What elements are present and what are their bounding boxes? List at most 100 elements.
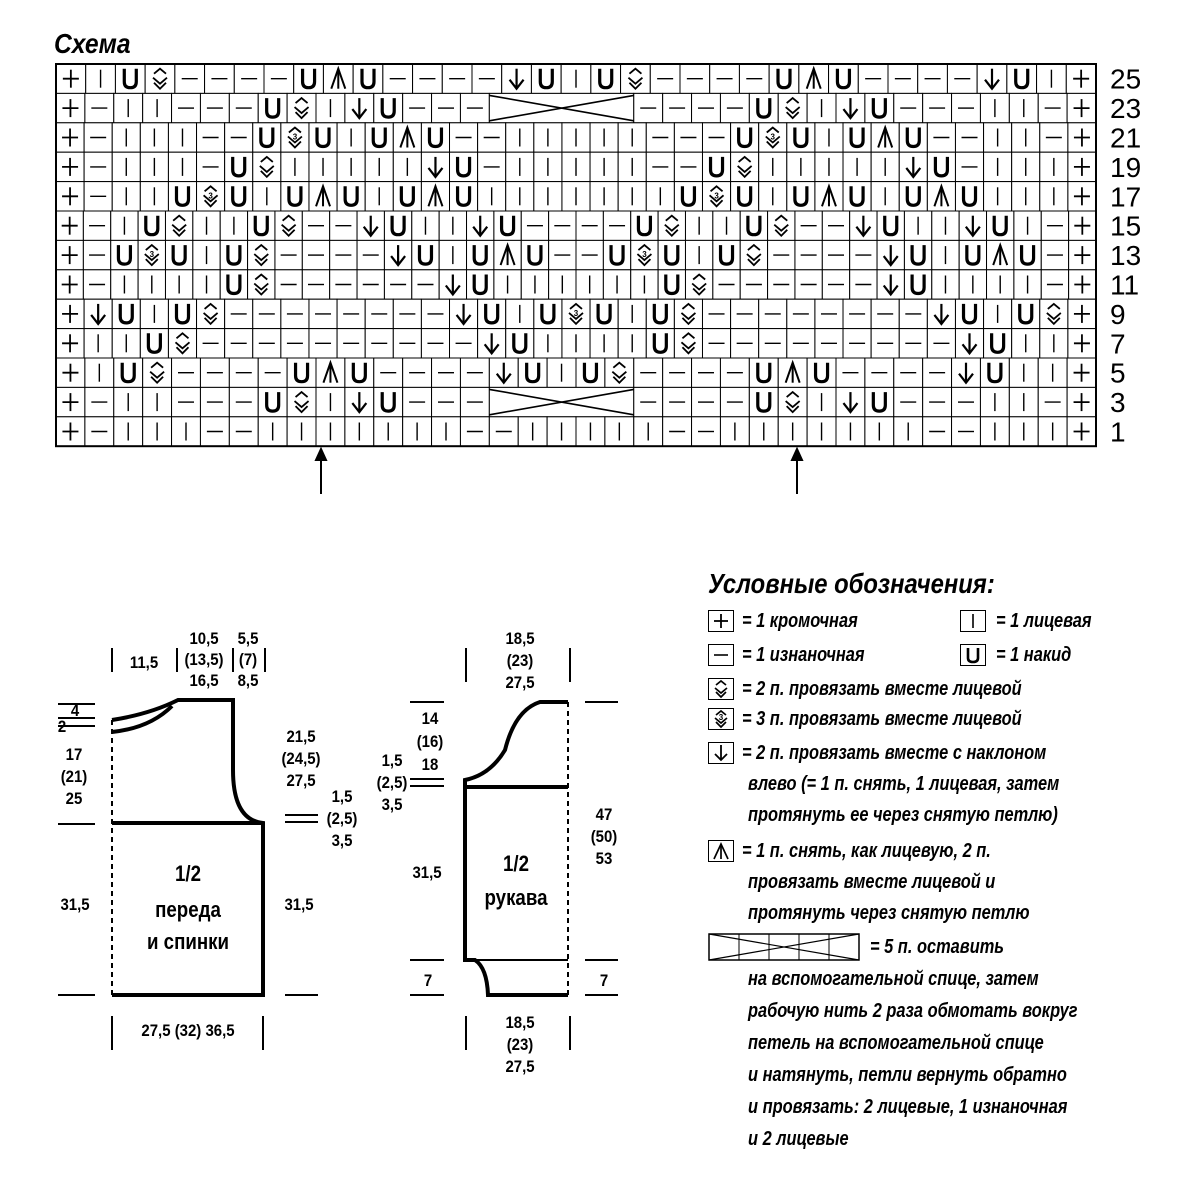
k2tog-mark	[691, 273, 707, 296]
chart-row	[55, 386, 1097, 418]
yarn-over-mark	[1014, 68, 1030, 90]
k2tog-mark	[1046, 302, 1062, 326]
row-number: 21	[1110, 123, 1141, 154]
chart-cell	[1008, 92, 1039, 124]
yarn-over-mark	[527, 245, 543, 266]
body-neck-1: 10,5	[189, 629, 219, 648]
legend-ssk-2: влево (= 1 п. снять, 1 лицевая, затем	[748, 773, 1060, 795]
ssk-mark	[882, 255, 899, 267]
yarn-over-mark	[987, 362, 1003, 384]
sleeve-bottom-1: 18,5	[505, 1013, 535, 1032]
yarn-over-mark	[499, 215, 516, 237]
row-number: 9	[1110, 299, 1126, 330]
legend-title: Условные обозначения:	[708, 568, 995, 599]
k2tog-mark	[627, 67, 644, 90]
sleeve-bottom-3: 27,5	[505, 1057, 535, 1076]
k3tog-mark	[708, 185, 725, 208]
k3tog-digit: 3	[150, 250, 155, 259]
legend-knit: = 1 лицевая	[996, 610, 1092, 632]
k2tog-mark	[149, 361, 165, 384]
ssk-mark	[427, 167, 444, 179]
k3tog-icon: 3	[708, 708, 734, 730]
yarn-over-mark	[910, 245, 926, 266]
yarn-over-mark	[540, 303, 556, 325]
yarn-over-mark	[871, 392, 887, 413]
chart-border	[55, 63, 1097, 448]
ssk-mark	[855, 226, 872, 238]
yarn-over-mark	[961, 186, 978, 207]
legend-sk2p-3: протянуть через снятую петлю	[748, 902, 1030, 924]
yarn-over-mark	[664, 274, 680, 296]
sleeve-bottom-2: (23)	[506, 1035, 534, 1054]
yarn-over-mark	[171, 245, 187, 266]
body-top-left: 11,5	[129, 653, 159, 672]
ssk-mark	[390, 255, 406, 267]
chart-cell	[167, 122, 198, 153]
chart-cell	[196, 151, 226, 183]
row-number: 17	[1110, 181, 1141, 212]
k2tog-mark	[174, 332, 191, 355]
chart-cell	[336, 298, 366, 330]
row-number: 25	[1110, 64, 1141, 95]
chart-cell	[336, 181, 366, 212]
ssk-mark	[483, 343, 500, 356]
body-left-height: 31,5	[60, 895, 90, 914]
k2tog-mark	[281, 214, 297, 237]
k2tog-icon	[708, 678, 734, 700]
ssk-mark	[495, 373, 512, 385]
k3tog-digit: 3	[574, 309, 579, 318]
yarn-over-mark	[849, 186, 865, 207]
cable-icon	[708, 933, 860, 961]
yarn-over-mark	[652, 303, 668, 325]
yarn-over-mark	[835, 68, 852, 90]
sleeve-outline	[463, 700, 568, 997]
chart-row	[55, 269, 1097, 300]
k2tog-mark	[259, 155, 275, 179]
yarn-over-mark	[144, 215, 160, 237]
cable-cross	[489, 388, 634, 416]
yarn-over-mark	[910, 274, 926, 296]
ssk-mark	[905, 167, 922, 179]
yarn-over-mark	[287, 186, 303, 207]
yarn-over-mark	[120, 362, 136, 384]
chart-row	[55, 92, 1097, 124]
repeat-arrow-left-head	[314, 446, 328, 461]
k3tog-mark	[144, 243, 160, 267]
body-label-3: и спинки	[146, 929, 230, 954]
yarn-over-mark	[343, 186, 359, 207]
sk2p-icon	[708, 840, 734, 862]
yarn-over-mark	[380, 98, 396, 119]
yarn-over-mark	[231, 156, 247, 178]
body-armhole-left-1: 17	[65, 745, 83, 764]
ssk-mark	[455, 314, 472, 326]
body-shoulder-2: (7)	[238, 650, 258, 669]
ssk-mark	[842, 402, 859, 414]
k3tog-mark	[636, 243, 653, 267]
ssk-mark	[444, 284, 461, 297]
edge-stitch-icon	[708, 610, 734, 632]
sleeve-cuff-right: 7	[599, 971, 609, 990]
yarn-over-mark	[813, 362, 830, 384]
sleeve-right-3: 53	[595, 849, 613, 868]
k2tog-mark	[203, 302, 219, 326]
yarn-over-mark	[122, 68, 138, 90]
legend-k2tog: = 2 п. провязать вместе лицевой	[742, 678, 1022, 700]
yarn-over-mark	[512, 333, 528, 354]
yarn-over-mark	[371, 127, 387, 149]
body-shoulder-1: 5,5	[237, 629, 259, 648]
legend-cable-3: рабочую нить 2 раза обмотать вокруг	[748, 1000, 1078, 1022]
purl-stitch-icon	[708, 644, 734, 666]
legend-cable-5: и натянуть, петли вернуть обратно	[748, 1064, 1067, 1086]
chart-cell	[1011, 328, 1041, 359]
sleeve-cuff-left: 7	[423, 971, 433, 990]
cable-cross	[489, 94, 634, 122]
chart-cell	[1039, 151, 1069, 183]
body-armhole-right-2: (24,5)	[281, 749, 321, 768]
ssk-mark	[351, 402, 368, 414]
row-number: 1	[1110, 417, 1126, 448]
yarn-over-mark	[990, 333, 1006, 354]
k2tog-mark	[253, 243, 269, 267]
body-armhole-right-1: 21,5	[286, 727, 316, 746]
